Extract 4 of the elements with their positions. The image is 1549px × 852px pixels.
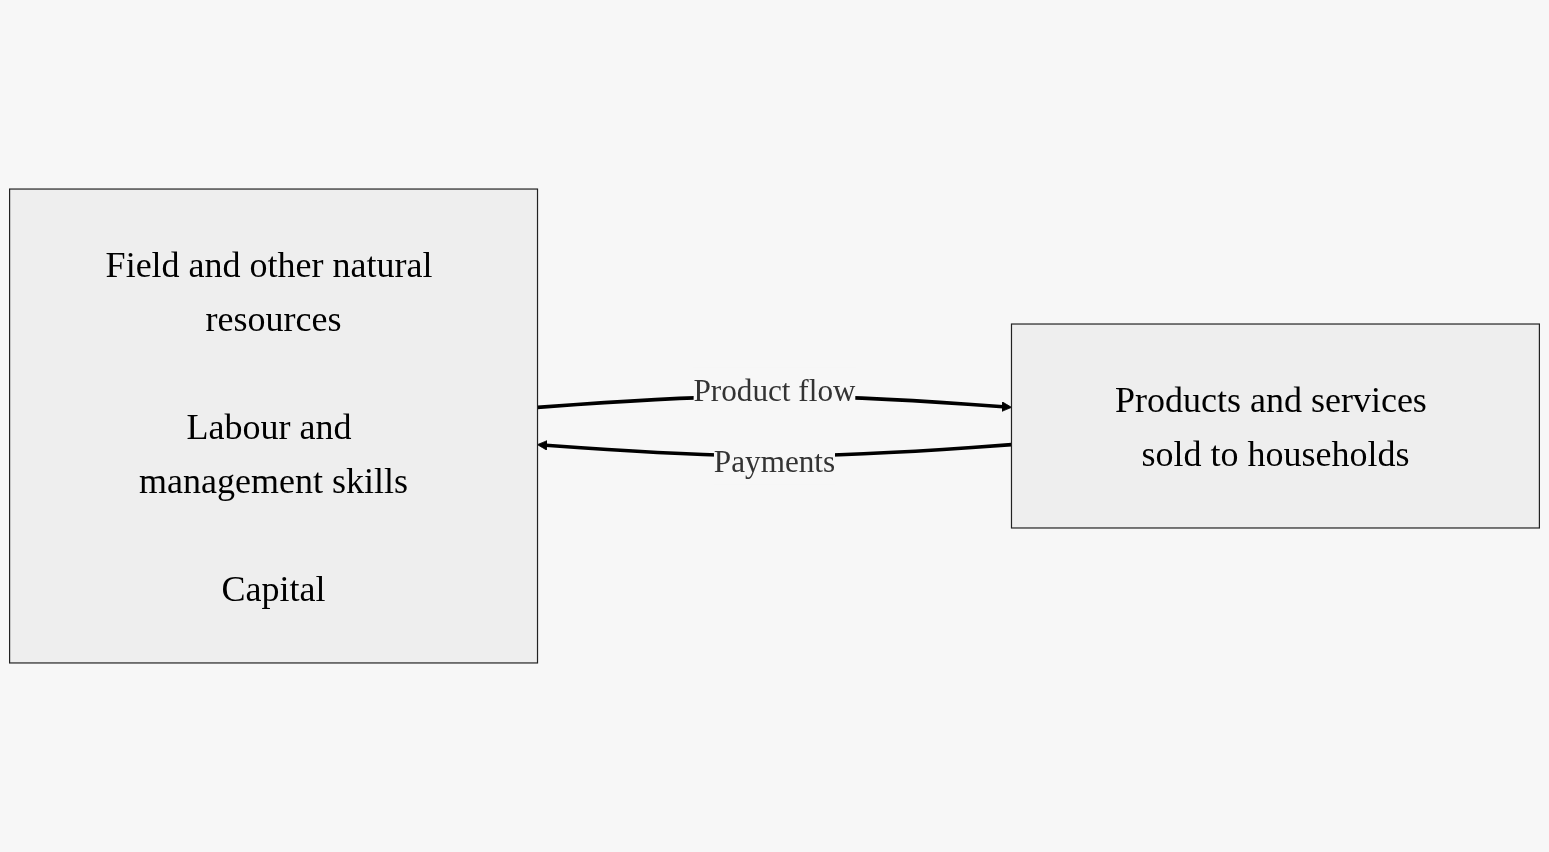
edge-label: Product flow	[693, 373, 856, 408]
node-box: Field and other natural resources Labour and management skills Capital	[9, 188, 539, 664]
node-box: Products and services sold to households	[1010, 323, 1540, 529]
edge-label: Payments	[713, 444, 836, 479]
